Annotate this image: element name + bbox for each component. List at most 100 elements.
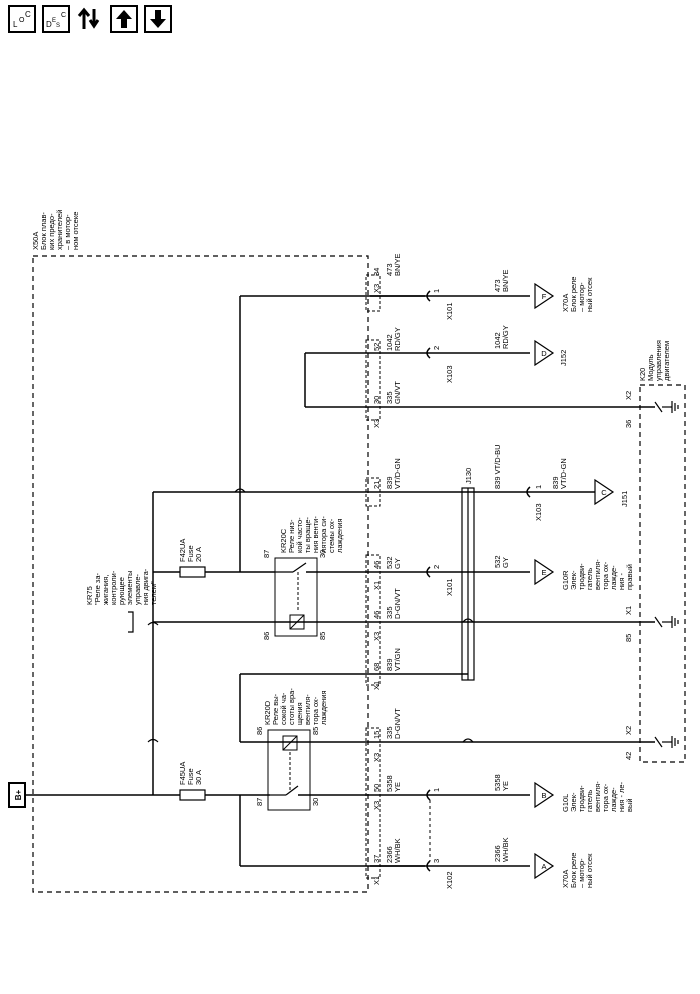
kr75-name-6: ния двига-	[141, 568, 150, 605]
circ3-num: 839	[385, 476, 394, 489]
wiring-toggle-button[interactable]	[76, 5, 104, 33]
kr75-id: KR75	[85, 586, 94, 605]
block-name-0: Блок плав-	[39, 212, 48, 250]
ecm-pin-36-num: 36	[624, 420, 633, 428]
kr20c-name-1: кой часто-	[295, 517, 304, 553]
fuse-f45ua	[179, 789, 206, 801]
kr20d-name-2: стоты вра-	[287, 688, 296, 725]
inline3-id: X101	[445, 578, 454, 596]
splice-id: J130	[464, 468, 473, 484]
kr75-bracket	[128, 611, 134, 633]
circ8-num: 5358	[385, 775, 394, 792]
page-down-button[interactable]	[144, 5, 172, 33]
circ3-pin: 21	[372, 481, 381, 489]
circ7-num: 335	[385, 726, 394, 739]
block-name-4: ном отсеке	[71, 212, 80, 250]
kr20d-pin85: 85	[311, 727, 320, 735]
ecm-pin-42-conn: X2	[624, 726, 633, 735]
dest4-3: гатель	[585, 790, 594, 812]
output-e[interactable]: E	[534, 558, 555, 586]
output-f[interactable]: F	[534, 282, 555, 310]
circ5-color: D-GN/VT	[393, 588, 402, 619]
ecm-name-1: управления	[654, 340, 663, 381]
inline4-pin: 1	[432, 788, 441, 792]
kr20c-name-4: лятора си-	[319, 516, 328, 553]
inline1-pin: 2	[432, 346, 441, 350]
ecm-ground-2	[654, 616, 679, 628]
output-e-ref: E	[541, 568, 546, 577]
out3-color: GY	[501, 557, 510, 568]
dest4-8: вый	[625, 798, 634, 812]
desc-icon: D E S C	[46, 12, 66, 29]
dest1-0: J152	[559, 350, 568, 366]
dest4-6: лажде-	[609, 787, 618, 812]
kr20d-name-0: Реле вы-	[271, 693, 280, 725]
circ7-conn: X3	[372, 753, 381, 762]
kr20c-pin86: 86	[262, 632, 271, 640]
kr20d-name-1: сокой ча-	[279, 692, 288, 725]
circ9-num: 2366	[385, 846, 394, 863]
dest0-1: Блок реле	[569, 277, 578, 312]
ecm-id: K20	[638, 368, 647, 381]
dest3-7: ния -	[617, 573, 626, 590]
circ2-num: 335	[385, 391, 394, 404]
output-b[interactable]: B	[534, 781, 555, 809]
kr20c-name-3: ния венти-	[311, 516, 320, 553]
kr20c-name-0: Реле низ-	[287, 519, 296, 553]
kr20d-id: KR20D	[263, 700, 272, 725]
inline3-pin: 2	[432, 565, 441, 569]
output-d[interactable]: D	[534, 339, 555, 367]
ecm-pin-85-conn: X1	[624, 606, 633, 615]
circ0-pin: 34	[372, 268, 381, 276]
output-c[interactable]: C	[594, 478, 615, 506]
circ8-color: YE	[393, 782, 402, 792]
kr75-name-7: телем"	[149, 581, 158, 605]
kr20c-pin87: 87	[262, 550, 271, 558]
kr20c-pin30: 30	[318, 550, 327, 558]
kr20d-name-3: щения	[295, 702, 304, 725]
circ2-color: GN/VT	[393, 381, 402, 404]
fuse-block-border	[32, 255, 369, 893]
dest4-7: ния - ле-	[617, 781, 626, 812]
loc-button[interactable]: L O C	[8, 5, 36, 33]
dest3-0: G10R	[561, 570, 570, 590]
dest4-1: Элек-	[569, 792, 578, 812]
output-b-ref: B	[541, 791, 546, 800]
output-a[interactable]: A	[534, 852, 555, 880]
dest3-4: вентиля-	[593, 559, 602, 590]
circ1-num: 1042	[385, 334, 394, 351]
out1-color: RD/GY	[501, 325, 510, 349]
circ5-conn: X3	[372, 632, 381, 641]
ecm-ground-1	[654, 401, 679, 413]
kr75-name-3: рующее	[117, 577, 126, 605]
circ1-pin: 52	[372, 343, 381, 351]
circ6-conn: X1	[372, 681, 381, 690]
kr20c-name-5: стемы ох-	[327, 518, 336, 553]
desc-button[interactable]: D E S C	[42, 5, 70, 33]
circ9-color: WH/BK	[393, 838, 402, 863]
fuse-f45ua-rating: 30 A	[194, 770, 203, 785]
circ6-num: 839	[385, 658, 394, 671]
kr20d-name-6: лаждения	[319, 690, 328, 725]
circ5-pin: 46	[372, 611, 381, 619]
ecm-name-2: двигателем	[662, 341, 671, 381]
circ0-color: BN/YE	[393, 253, 402, 276]
out0-color: BN/YE	[501, 269, 510, 292]
circ4-color: GY	[393, 558, 402, 569]
kr75-name-2: контроли-	[109, 570, 118, 605]
dest3-8: правый	[625, 564, 634, 590]
loc-o: O	[19, 17, 25, 24]
dest3-2: тродви-	[577, 563, 586, 590]
dest5-1: Блок реле	[569, 853, 578, 888]
out5-color: WH/BK	[501, 837, 510, 862]
circ8-pin: 50	[372, 784, 381, 792]
inline5-id: X102	[445, 871, 454, 889]
dest0-2: – мотор-	[577, 282, 586, 312]
dest4-2: тродви-	[577, 785, 586, 812]
block-id: X50A	[31, 232, 40, 250]
out2-extra: 839 VT/D-BU	[493, 444, 502, 489]
page-up-button[interactable]	[110, 5, 138, 33]
inline0-pin: 1	[432, 289, 441, 293]
dest3-5: тора ох-	[601, 561, 610, 590]
loc-icon: L O C	[13, 10, 31, 29]
